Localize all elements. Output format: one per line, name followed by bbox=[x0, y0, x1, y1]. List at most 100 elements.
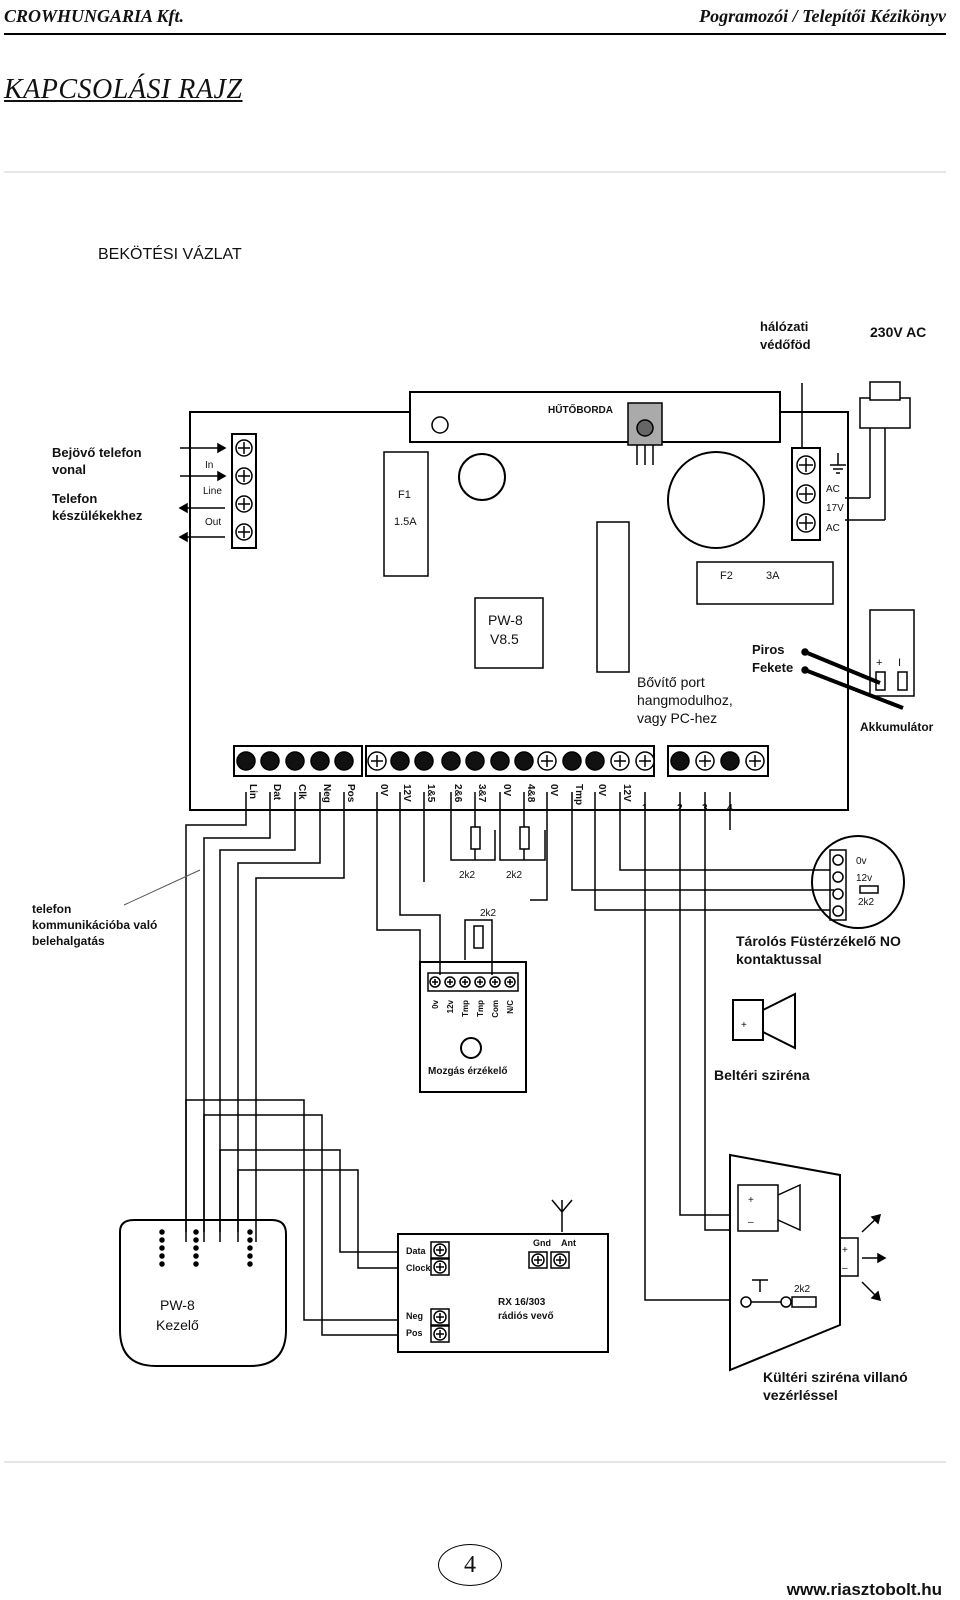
outdoor-resistor: 2k2 bbox=[794, 1284, 811, 1295]
rx-screw bbox=[550, 1251, 570, 1269]
motion-sensor bbox=[419, 961, 527, 1093]
rx-screw bbox=[430, 1325, 450, 1343]
rx-term-pos: Pos bbox=[406, 1328, 423, 1338]
company-name: CROWHUNGARIA Kft. bbox=[4, 6, 185, 26]
battery-plus: + bbox=[876, 657, 882, 669]
zone-resistor-1: 2k2 bbox=[459, 870, 476, 881]
battery-wire-red: Piros bbox=[752, 642, 785, 657]
rx-screw bbox=[430, 1308, 450, 1326]
mains-ground-label-1: hálózati bbox=[760, 319, 808, 334]
battery-label: Akkumulátor bbox=[860, 720, 934, 734]
ac-term-1: AC bbox=[826, 484, 840, 495]
terminal-strip-right bbox=[667, 745, 769, 777]
indoor-siren-label: Beltéri sziréna bbox=[714, 1067, 810, 1083]
rx-model: RX 16/303 bbox=[498, 1297, 546, 1308]
terminal-screw bbox=[585, 751, 605, 771]
header-rule bbox=[4, 33, 946, 35]
outdoor-strobe-minus: – bbox=[842, 1263, 848, 1274]
terminal-screw bbox=[635, 751, 655, 771]
terminal-screw bbox=[514, 751, 534, 771]
mains-ground-label-2: védőföd bbox=[760, 337, 811, 352]
keypad-wire-dot bbox=[247, 1261, 253, 1267]
panel-version: V8.5 bbox=[490, 631, 519, 647]
rx-term-clock: Clock bbox=[406, 1263, 432, 1273]
smoke-detector-label-2: kontaktussal bbox=[736, 951, 822, 967]
smoke-resistor: 2k2 bbox=[858, 897, 875, 908]
terminal-screw bbox=[490, 751, 510, 771]
wiring-diagram: BEKÖTÉSI VÁZLAT hálózati védőföd 230V AC… bbox=[4, 171, 946, 1463]
keypad-wire-dot bbox=[159, 1245, 165, 1251]
terminal-screw bbox=[310, 751, 330, 771]
outdoor-siren-plus: + bbox=[748, 1195, 754, 1206]
terminal-screw bbox=[441, 751, 461, 771]
keypad-wire-dot bbox=[193, 1229, 199, 1235]
page-title: KAPCSOLÁSI RAJZ bbox=[4, 74, 243, 105]
terminal-label: 1&5 bbox=[425, 784, 436, 803]
indoor-siren-body bbox=[732, 999, 764, 1041]
outdoor-siren-minus: – bbox=[748, 1217, 754, 1228]
terminal-label: Dat bbox=[271, 784, 282, 801]
page-number: 4 bbox=[438, 1544, 502, 1586]
rx-term-gnd: Gnd bbox=[533, 1238, 551, 1248]
terminal-screw bbox=[745, 751, 765, 771]
expansion-label-1: Bővítő port bbox=[637, 674, 705, 690]
heatsink bbox=[409, 391, 781, 443]
keypad-wire-dot bbox=[193, 1245, 199, 1251]
terminal-screw bbox=[285, 751, 305, 771]
diagram-title: BEKÖTÉSI VÁZLAT bbox=[98, 244, 242, 263]
phone-in-label-2: vonal bbox=[52, 462, 86, 477]
keypad-wire-dot bbox=[159, 1229, 165, 1235]
terminal-screw bbox=[260, 751, 280, 771]
keypad-wire-dot bbox=[247, 1229, 253, 1235]
terminal-label: 12V bbox=[401, 784, 412, 802]
motion-term-label: 12v bbox=[446, 999, 455, 1013]
terminal-label: Neg bbox=[321, 784, 332, 803]
keypad bbox=[119, 1219, 287, 1367]
fuse-f1-rating: 1.5A bbox=[394, 516, 417, 528]
mains-plug bbox=[859, 397, 911, 429]
terminal-label: 12V bbox=[621, 784, 632, 802]
keypad-model: PW-8 bbox=[160, 1297, 195, 1313]
battery-minus: I bbox=[898, 657, 901, 669]
keypad-wire-dot bbox=[247, 1253, 253, 1259]
terminal-screw bbox=[537, 751, 557, 771]
terminal-label: Lin bbox=[247, 784, 258, 799]
ac-term-3: AC bbox=[826, 523, 840, 534]
terminal-label: 4&8 bbox=[525, 784, 536, 803]
keypad-wire-dot bbox=[193, 1261, 199, 1267]
outdoor-strobe-plus: + bbox=[842, 1245, 848, 1256]
fuse-f2-rating: 3A bbox=[766, 570, 780, 582]
terminal-label: Pos bbox=[345, 784, 356, 803]
terminal-label: 2&6 bbox=[452, 784, 463, 803]
terminal-screw bbox=[720, 751, 740, 771]
panel-label-box bbox=[474, 597, 544, 669]
rx-receiver bbox=[397, 1233, 609, 1353]
motion-term-label: N/C bbox=[506, 1000, 515, 1014]
keypad-wire-dot bbox=[159, 1261, 165, 1267]
motion-screw bbox=[459, 976, 471, 988]
motion-screw bbox=[489, 976, 501, 988]
terminal-label: Clk bbox=[296, 784, 307, 800]
phone-term-out: Out bbox=[205, 517, 221, 528]
keypad-wire-dot bbox=[193, 1237, 199, 1243]
fuse-f1 bbox=[383, 451, 429, 577]
terminal-screw bbox=[610, 751, 630, 771]
fuse-f1-name: F1 bbox=[398, 489, 411, 501]
expansion-label-3: vagy PC-hez bbox=[637, 710, 717, 726]
zone-resistor-2: 2k2 bbox=[506, 870, 523, 881]
terminal-label: 0V bbox=[548, 784, 559, 797]
motion-screw bbox=[474, 976, 486, 988]
terminal-screw bbox=[236, 751, 256, 771]
listen-in-label-3: belehalgatás bbox=[32, 934, 105, 948]
rx-screw bbox=[430, 1241, 450, 1259]
smoke-detector-label-1: Tárolós Füstérzékelő NO bbox=[736, 933, 901, 949]
expansion-label-2: hangmodulhoz, bbox=[637, 692, 733, 708]
listen-in-label-1: telefon bbox=[32, 902, 71, 916]
rx-term-ant: Ant bbox=[561, 1238, 576, 1248]
heatsink-label: HŰTŐBORDA bbox=[548, 403, 613, 416]
terminal-label: 3&7 bbox=[476, 784, 487, 803]
terminal-screw bbox=[390, 751, 410, 771]
battery-wire-black: Fekete bbox=[752, 660, 793, 675]
fuse-f2-name: F2 bbox=[720, 570, 733, 582]
phone-term-in: In bbox=[205, 460, 213, 471]
